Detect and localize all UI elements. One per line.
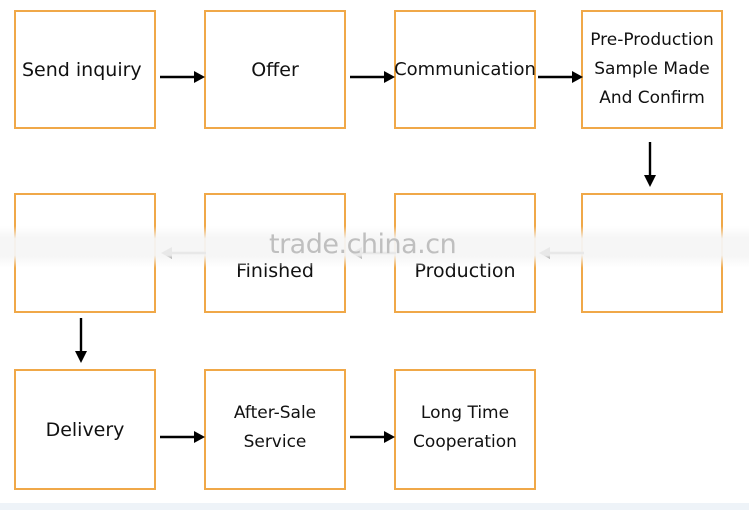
step-pre-production: Pre-Production Sample Made And Confirm (581, 10, 723, 129)
step-after-sale-label: After-Sale Service (233, 403, 317, 452)
arrow-right-4 (160, 431, 205, 443)
step-delivery-label: Delivery (45, 418, 125, 441)
step-long-time-label: Long Time Cooperation (413, 403, 517, 452)
watermark-text: trade.china.cn (269, 229, 457, 260)
step-communication: Communication (394, 10, 536, 129)
step-communication-label: Communication (394, 58, 536, 80)
step-offer: Offer (204, 10, 346, 129)
step-pre-production-label: Pre-Production Sample Made And Confirm (590, 30, 714, 108)
arrow-right-2 (350, 71, 395, 83)
step-send-inquiry: Send inquiry (14, 10, 156, 129)
bottom-strip (0, 503, 749, 510)
arrow-down-1 (644, 142, 656, 187)
watermark-band (0, 226, 749, 268)
arrow-right-1 (160, 71, 205, 83)
step-long-time: Long Time Cooperation (394, 369, 536, 490)
arrow-down-2 (75, 318, 87, 363)
arrow-right-5 (350, 431, 395, 443)
step-offer-label: Offer (251, 58, 299, 81)
step-after-sale: After-Sale Service (204, 369, 346, 490)
step-delivery: Delivery (14, 369, 156, 490)
step-send-inquiry-label: Send inquiry (22, 58, 142, 81)
arrow-right-3 (538, 71, 583, 83)
